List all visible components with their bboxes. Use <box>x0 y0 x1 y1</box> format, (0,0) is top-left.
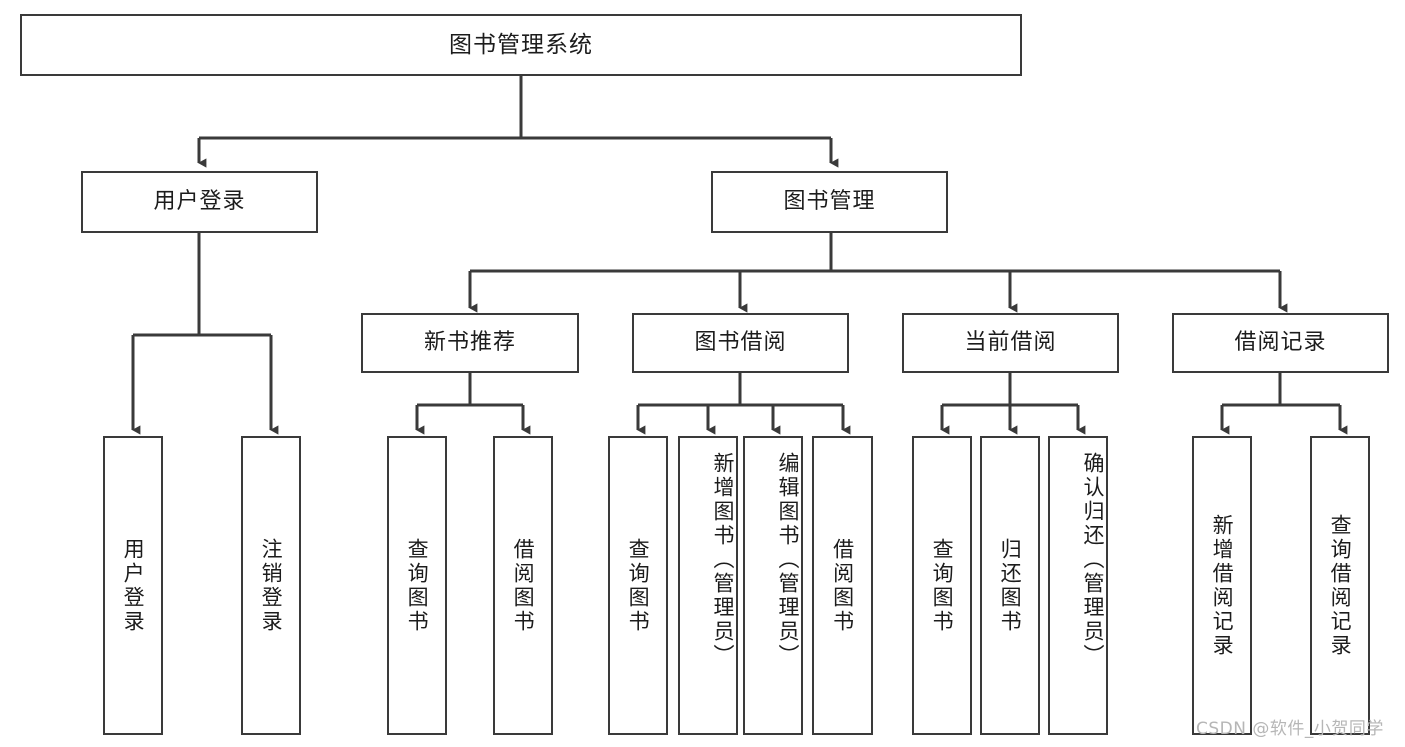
leaf-user-logout[interactable]: 注销登录 <box>241 436 301 735</box>
node-borrow-record[interactable]: 借阅记录 <box>1172 313 1389 373</box>
leaf-add-borrow-record[interactable]: 新增借阅记录 <box>1192 436 1252 735</box>
node-user-login[interactable]: 用户登录 <box>81 171 318 233</box>
node-root[interactable]: 图书管理系统 <box>20 14 1022 76</box>
leaf-add-book-admin[interactable]: 新增图书（管理员） <box>678 436 738 735</box>
leaf-edit-book-admin[interactable]: 编辑图书（管理员） <box>743 436 803 735</box>
leaf-confirm-return-admin[interactable]: 确认归还（管理员） <box>1048 436 1108 735</box>
node-book-borrow[interactable]: 图书借阅 <box>632 313 849 373</box>
csdn-watermark: CSDN @软件_小贺同学 <box>1196 719 1384 739</box>
leaf-query-book-borrow[interactable]: 查询图书 <box>608 436 668 735</box>
leaf-borrow-book-borrow[interactable]: 借阅图书 <box>812 436 873 735</box>
leaf-user-login[interactable]: 用户登录 <box>103 436 163 735</box>
node-new-book-recommend[interactable]: 新书推荐 <box>361 313 579 373</box>
node-book-manage[interactable]: 图书管理 <box>711 171 948 233</box>
leaf-query-book-recommend[interactable]: 查询图书 <box>387 436 447 735</box>
node-current-borrow[interactable]: 当前借阅 <box>902 313 1119 373</box>
leaf-query-borrow-record[interactable]: 查询借阅记录 <box>1310 436 1370 735</box>
leaf-return-book[interactable]: 归还图书 <box>980 436 1040 735</box>
leaf-query-book-current[interactable]: 查询图书 <box>912 436 972 735</box>
leaf-borrow-book-recommend[interactable]: 借阅图书 <box>493 436 553 735</box>
